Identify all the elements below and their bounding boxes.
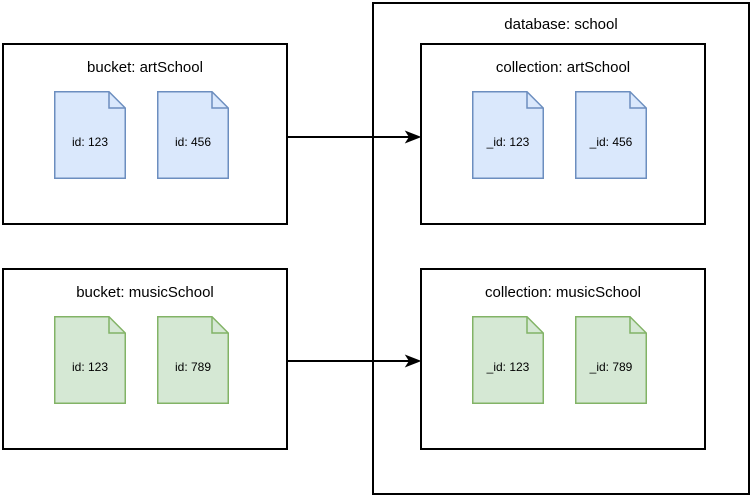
document-card[interactable]: _id: 123 bbox=[472, 316, 544, 404]
document-icon bbox=[575, 316, 647, 404]
document-label: _id: 789 bbox=[589, 360, 633, 374]
bucket-artSchool-title: bucket: artSchool bbox=[87, 59, 203, 76]
document-card[interactable]: id: 123 bbox=[54, 91, 126, 179]
collection-musicSchool-title: collection: musicSchool bbox=[485, 284, 641, 301]
bucket-artSchool[interactable]: bucket: artSchool id: 123 id: 456 bbox=[2, 43, 288, 225]
document-icon bbox=[54, 316, 126, 404]
document-icon bbox=[157, 91, 229, 179]
document-label: id: 123 bbox=[71, 360, 109, 374]
document-icon bbox=[472, 316, 544, 404]
document-label: id: 789 bbox=[174, 360, 212, 374]
collection-artSchool-title: collection: artSchool bbox=[495, 59, 631, 76]
document-icon bbox=[54, 91, 126, 179]
document-label: _id: 123 bbox=[486, 360, 530, 374]
document-card[interactable]: id: 123 bbox=[54, 316, 126, 404]
bucket-musicSchool[interactable]: bucket: musicSchool id: 123 id: 789 bbox=[2, 268, 288, 450]
document-card[interactable]: id: 456 bbox=[157, 91, 229, 179]
document-card[interactable]: _id: 123 bbox=[472, 91, 544, 179]
arrow-icon bbox=[288, 130, 422, 144]
document-icon bbox=[157, 316, 229, 404]
arrow-artSchool-bucket-to-collection[interactable] bbox=[288, 126, 422, 148]
document-card[interactable]: _id: 789 bbox=[575, 316, 647, 404]
database-title: database: school bbox=[504, 16, 618, 33]
document-card[interactable]: id: 789 bbox=[157, 316, 229, 404]
document-label: _id: 456 bbox=[589, 135, 633, 149]
document-label: id: 123 bbox=[71, 135, 109, 149]
document-icon bbox=[472, 91, 544, 179]
document-card[interactable]: _id: 456 bbox=[575, 91, 647, 179]
collection-musicSchool[interactable]: collection: musicSchool _id: 123 _id: 78… bbox=[420, 268, 706, 450]
document-label: id: 456 bbox=[174, 135, 212, 149]
arrow-musicSchool-bucket-to-collection[interactable] bbox=[288, 350, 422, 372]
document-icon bbox=[575, 91, 647, 179]
bucket-musicSchool-title: bucket: musicSchool bbox=[76, 284, 214, 301]
collection-artSchool[interactable]: collection: artSchool _id: 123 _id: 456 bbox=[420, 43, 706, 225]
document-label: _id: 123 bbox=[486, 135, 530, 149]
arrow-icon bbox=[288, 354, 422, 368]
